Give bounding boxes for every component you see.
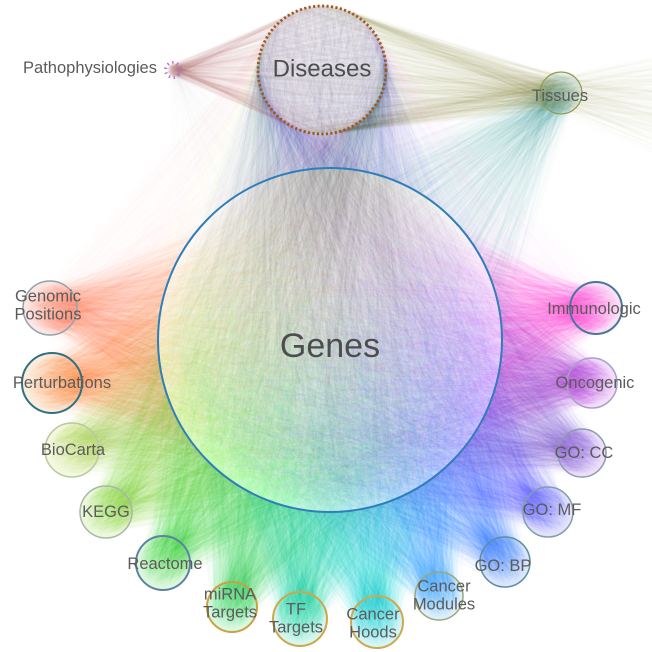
node-circle-diseases[interactable] <box>256 4 388 136</box>
node-circle-biocarta[interactable] <box>44 422 100 478</box>
node-circle-perturbations[interactable] <box>21 352 83 414</box>
node-circle-oncogenic[interactable] <box>566 357 618 409</box>
node-circle-genes[interactable] <box>157 167 503 513</box>
node-circle-genomic_positions[interactable] <box>22 280 78 336</box>
node-circle-kegg[interactable] <box>79 485 133 539</box>
node-circle-tf_targets[interactable] <box>272 591 328 647</box>
node-circle-go_bp[interactable] <box>479 536 531 588</box>
node-circle-go_cc[interactable] <box>557 428 607 478</box>
node-circle-cancer_modules[interactable] <box>414 571 464 621</box>
node-circle-pathophysiologies[interactable] <box>164 61 182 79</box>
node-circle-mirna_targets[interactable] <box>206 581 258 633</box>
node-circle-go_mf[interactable] <box>522 486 574 538</box>
node-circle-reactome[interactable] <box>135 535 191 591</box>
node-circle-cancer_hoods[interactable] <box>350 595 404 649</box>
node-circle-immunologic[interactable] <box>569 281 623 335</box>
node-circle-tissues[interactable] <box>539 71 583 115</box>
